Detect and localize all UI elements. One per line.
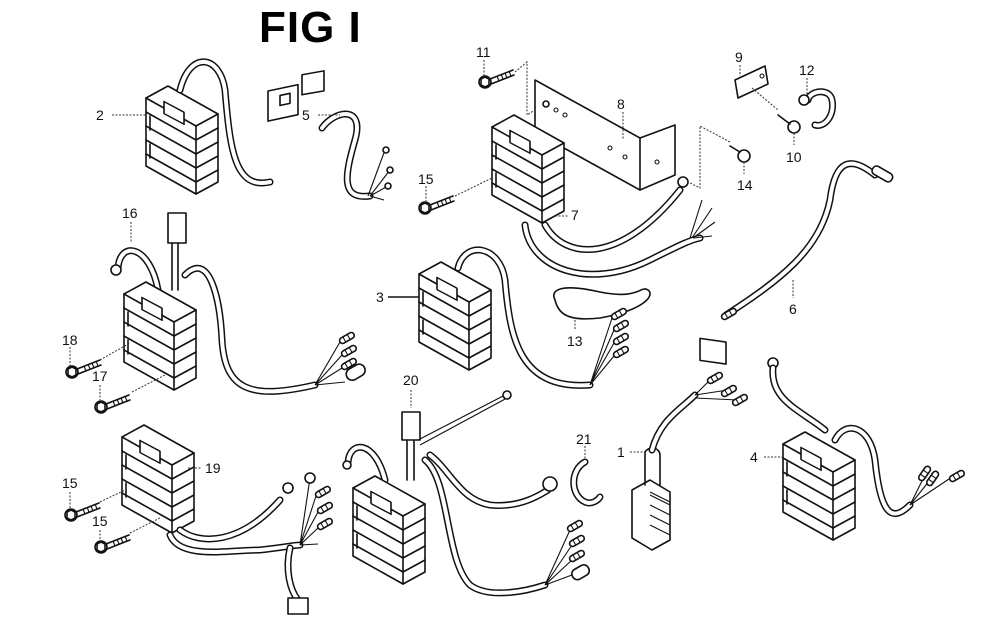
callout-4: 4	[750, 449, 758, 465]
callout-21: 21	[576, 431, 592, 447]
part-13-protector-tube	[553, 287, 651, 320]
part-16-ground-lead	[110, 247, 162, 294]
callout-7: 7	[571, 207, 579, 223]
part-2-regulator	[145, 58, 299, 195]
callout-17: 17	[92, 368, 108, 384]
callout-8: 8	[617, 96, 625, 112]
callout-13: 13	[567, 333, 583, 349]
callout-11: 11	[476, 44, 491, 60]
callout-2: 2	[96, 107, 104, 123]
callout-12: 12	[799, 62, 815, 78]
callout-14: 14	[737, 177, 753, 193]
callout-10: 10	[786, 149, 802, 165]
part-12-clamp	[798, 88, 837, 129]
callout-15a: 15	[418, 171, 434, 187]
part-17-bolt	[94, 374, 166, 414]
callout-15b: 15	[62, 475, 78, 491]
part-11-bolt	[478, 60, 536, 116]
callout-18: 18	[62, 332, 78, 348]
callout-3: 3	[376, 289, 384, 305]
part-7-regulator	[491, 114, 727, 365]
callout-15c: 15	[92, 513, 108, 529]
part-20-regulator	[342, 390, 591, 597]
part-regulator-left-middle	[123, 212, 366, 395]
part-4-regulator	[767, 357, 967, 541]
part-1-small-regulator	[631, 370, 750, 551]
callout-6: 6	[789, 301, 797, 317]
part-6-lead-wire	[719, 160, 894, 322]
part-15-bolt-mid	[64, 489, 126, 522]
part-10-bolt	[777, 114, 801, 134]
figure-title: FIG I	[259, 3, 362, 52]
part-5-adapter-cable	[301, 70, 394, 201]
part-19-regulator	[121, 424, 335, 615]
callout-1: 1	[617, 444, 625, 460]
part-18-bolt	[65, 342, 131, 379]
callout-20: 20	[403, 372, 419, 388]
callout-5: 5	[302, 107, 310, 123]
part-21-wire-clip	[570, 458, 604, 507]
callout-9: 9	[735, 49, 743, 65]
callout-16: 16	[122, 205, 138, 221]
part-9-terminal-plate	[734, 65, 779, 111]
callout-19: 19	[205, 460, 221, 476]
part-3-regulator	[418, 246, 631, 389]
